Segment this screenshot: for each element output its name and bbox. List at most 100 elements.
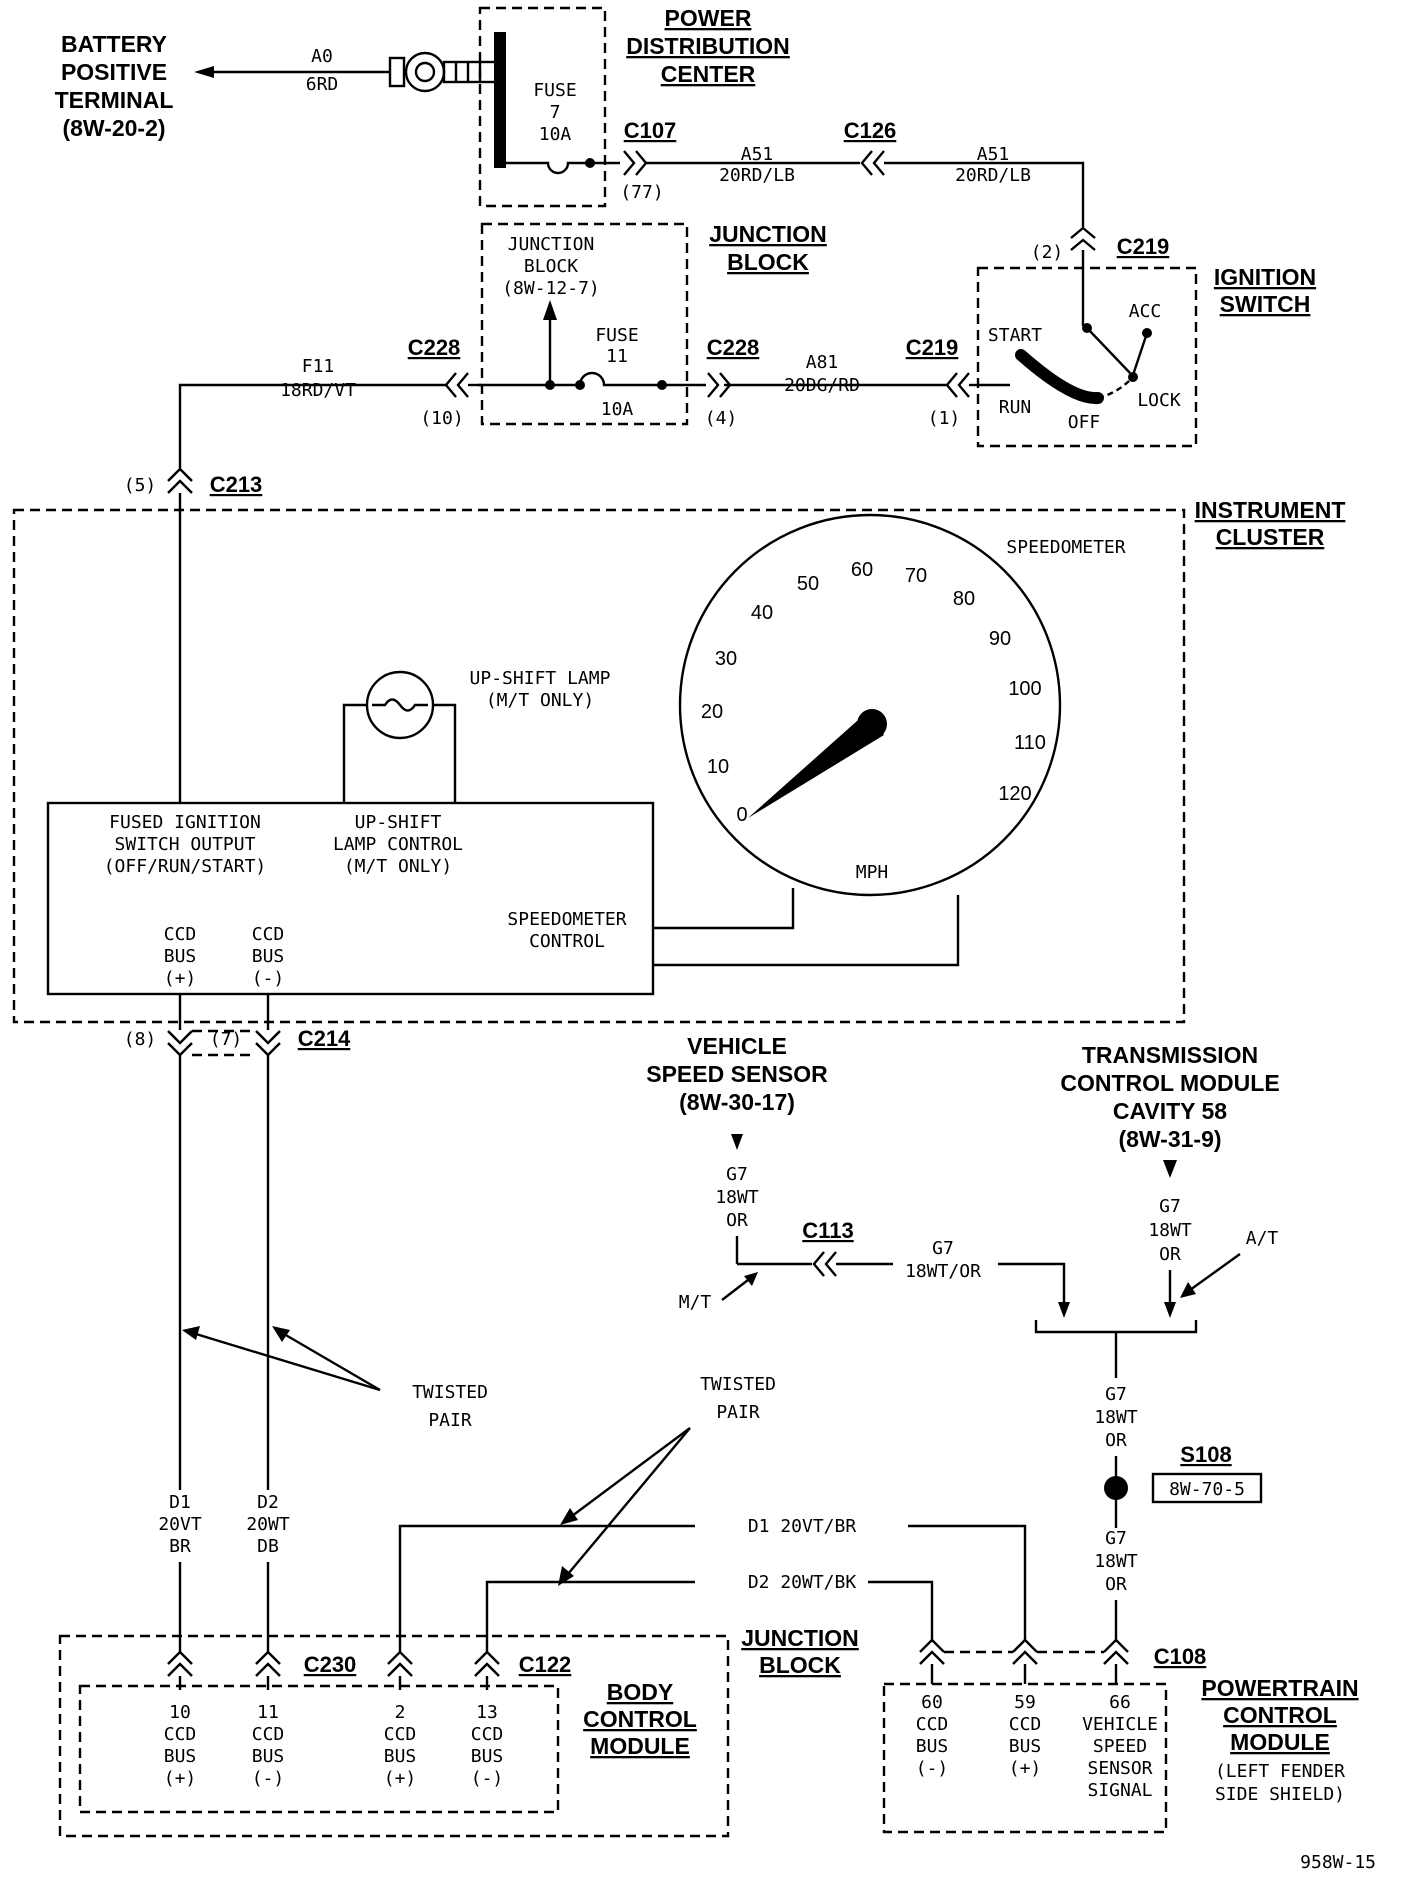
svg-text:FUSE: FUSE: [595, 325, 638, 346]
wire-f11-label: F11: [302, 356, 335, 377]
svg-text:OR: OR: [1159, 1244, 1181, 1265]
svg-text:(8W-31-9): (8W-31-9): [1118, 1126, 1221, 1152]
svg-text:CCD: CCD: [164, 924, 197, 945]
svg-text:CONTROL MODULE: CONTROL MODULE: [1060, 1070, 1279, 1096]
speedometer-needle: [748, 713, 884, 818]
wire-a51a-gauge: 20RD/LB: [719, 165, 795, 186]
junction-block-inner-label: JUNCTION BLOCK (8W-12-7): [502, 234, 600, 299]
ign-acc-label: ACC: [1129, 301, 1162, 322]
pcm-box: [882, 1682, 1168, 1834]
connector-c213: C213: [210, 472, 263, 497]
svg-text:18WT: 18WT: [1148, 1220, 1192, 1241]
bcm-pin-2: 2 CCD BUS (+): [384, 1702, 417, 1789]
svg-text:110: 110: [1014, 732, 1046, 754]
ccd-bus-minus-label: CCD BUS (-): [252, 924, 285, 989]
connector-c214-pin8: (8): [124, 1029, 157, 1050]
connector-c214-pin7: (7): [210, 1029, 243, 1050]
connector-c219a-pin: (2): [1031, 242, 1064, 263]
at-pointer: [1189, 1253, 1241, 1291]
svg-text:CCD: CCD: [471, 1724, 504, 1745]
svg-text:CCD: CCD: [252, 1724, 285, 1745]
speedometer-control-label: SPEEDOMETER CONTROL: [507, 909, 626, 952]
splice-s108-ref: 8W-70-5: [1169, 1479, 1245, 1500]
wire-a51b: [884, 161, 1085, 227]
svg-text:SWITCH OUTPUT: SWITCH OUTPUT: [115, 834, 256, 855]
connector-c108: C108: [1154, 1644, 1207, 1669]
svg-text:18WT: 18WT: [1094, 1551, 1138, 1572]
connector-c107-pin: (77): [620, 182, 663, 203]
svg-text:BUS: BUS: [384, 1746, 417, 1767]
svg-text:40: 40: [751, 602, 773, 624]
connector-c228b-icon: [707, 372, 732, 398]
wire-a0-gauge: 6RD: [306, 74, 339, 95]
wire-d2-label: D2 20WT DB: [246, 1492, 290, 1557]
bcm-pin-11: 11 CCD BUS (-): [252, 1702, 285, 1789]
svg-text:VEHICLE: VEHICLE: [687, 1033, 787, 1059]
svg-text:CCD: CCD: [1009, 1714, 1042, 1735]
svg-text:BUS: BUS: [164, 1746, 197, 1767]
bcm-pin-13: 13 CCD BUS (-): [471, 1702, 504, 1789]
junction-block-top-box: [480, 222, 689, 426]
wire-a51a-label: A51: [741, 144, 774, 165]
svg-text:BODY: BODY: [607, 1679, 673, 1705]
svg-text:(8W-20-2): (8W-20-2): [62, 115, 165, 141]
fuse-11-icon: [478, 371, 662, 387]
svg-text:IGNITION: IGNITION: [1214, 264, 1316, 290]
svg-text:(+): (+): [384, 1768, 417, 1789]
svg-text:2: 2: [395, 1702, 406, 1723]
svg-text:BATTERY: BATTERY: [61, 31, 167, 57]
twisted-pair-2-label: TWISTED PAIR: [700, 1374, 776, 1423]
svg-text:(LEFT FENDER: (LEFT FENDER: [1215, 1761, 1345, 1782]
wire-a81-gauge: 20DG/RD: [784, 375, 860, 396]
junction-block-bottom-title: JUNCTION BLOCK: [741, 1625, 859, 1678]
connector-c113: C113: [802, 1218, 853, 1243]
svg-text:BUS: BUS: [164, 946, 197, 967]
wire-a0-label: A0: [311, 46, 333, 67]
svg-text:18WT: 18WT: [1094, 1407, 1138, 1428]
wire-a51b-gauge: 20RD/LB: [955, 165, 1031, 186]
junction-block-bottom-box: [58, 1634, 730, 1838]
ccd-bus-plus-label: CCD BUS (+): [164, 924, 197, 989]
svg-text:80: 80: [953, 588, 975, 610]
figure-id: 958W-15: [1300, 1852, 1376, 1873]
d2-label-bg: [250, 1490, 286, 1562]
svg-text:BLOCK: BLOCK: [759, 1652, 841, 1678]
svg-text:CCD: CCD: [164, 1724, 197, 1745]
svg-text:20WT: 20WT: [246, 1514, 290, 1535]
pdc-title: POWER DISTRIBUTION CENTER: [626, 5, 790, 87]
wire-d2-bus-right: [868, 1580, 934, 1640]
mt-pointer-head: [744, 1272, 758, 1286]
svg-text:0: 0: [736, 804, 747, 826]
speedometer-numbers: 0 10 20 30 40 50 60 70 80 90 100 110 120: [701, 559, 1046, 826]
svg-text:60: 60: [921, 1692, 943, 1713]
svg-text:(8W-12-7): (8W-12-7): [502, 278, 600, 299]
wire-d1-bus-right: [908, 1524, 1027, 1640]
pdc-box: [478, 6, 607, 208]
wire-g7d-label: G7 18WT OR: [1094, 1528, 1138, 1595]
svg-text:PAIR: PAIR: [716, 1402, 760, 1423]
ign-off-arc: [1097, 376, 1134, 400]
ign-run-label: RUN: [999, 397, 1032, 418]
svg-text:OR: OR: [726, 1210, 748, 1231]
svg-text:(-): (-): [916, 1758, 949, 1779]
upshift-lamp-wire-l: [342, 703, 367, 803]
svg-text:BUS: BUS: [916, 1736, 949, 1757]
at-label: A/T: [1246, 1228, 1279, 1249]
cluster-control-box: [46, 801, 655, 996]
svg-text:10A: 10A: [601, 399, 634, 420]
at-arrow-head: [1164, 1302, 1176, 1318]
svg-text:UP-SHIFT LAMP: UP-SHIFT LAMP: [470, 668, 611, 689]
ign-start-label: START: [988, 325, 1042, 346]
pcm-pin-66: 66 VEHICLE SPEED SENSOR SIGNAL: [1082, 1692, 1158, 1801]
wire-g7c-label: G7 18WT OR: [1094, 1384, 1138, 1451]
svg-text:120: 120: [998, 783, 1031, 805]
connector-c122: C122: [519, 1652, 572, 1677]
ign-acc-link: [1131, 332, 1149, 376]
svg-text:(M/T ONLY): (M/T ONLY): [486, 690, 594, 711]
svg-text:D1: D1: [169, 1492, 191, 1513]
bcm-title: BODY CONTROL MODULE: [583, 1679, 697, 1759]
junction-block-top-title: JUNCTION BLOCK: [709, 221, 827, 275]
svg-text:UP-SHIFT: UP-SHIFT: [355, 812, 442, 833]
fuse-7-label: FUSE 7 10A: [533, 80, 576, 145]
svg-text:CENTER: CENTER: [661, 61, 756, 87]
